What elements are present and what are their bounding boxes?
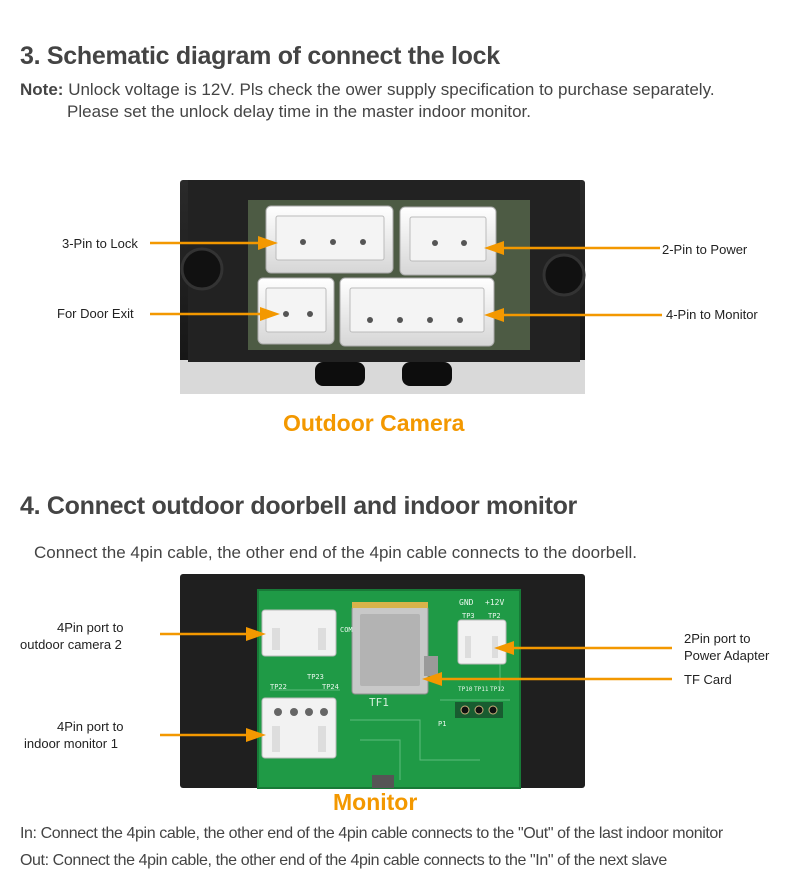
label-2pin-power: 2-Pin to Power [662, 242, 748, 257]
label-monitor1-line2: indoor monitor 1 [24, 736, 118, 751]
label-3pin-lock: 3-Pin to Lock [62, 236, 138, 251]
label-tf-card: TF Card [684, 672, 732, 687]
note-label: Note: [20, 80, 64, 99]
section3-title: 3. Schematic diagram of connect the lock [20, 42, 500, 70]
note-text-1: Unlock voltage is 12V. Pls check the owe… [68, 80, 715, 99]
section4-intro: Connect the 4pin cable, the other end of… [34, 543, 637, 562]
caption-outdoor-camera: Outdoor Camera [283, 410, 465, 436]
board-label-tf: TF1 [369, 696, 389, 709]
board-label-tp2: TP2 [488, 612, 501, 620]
board-label-tp11: TP11 [474, 686, 489, 693]
out-description: Out: Connect the 4pin cable, the other e… [20, 852, 667, 869]
board-label-tp3: TP3 [462, 612, 475, 620]
board-label-tp23: TP23 [307, 673, 324, 681]
board-label-com: COM [340, 626, 353, 634]
label-power-line2: Power Adapter [684, 648, 770, 663]
label-power-line1: 2Pin port to [684, 631, 751, 646]
board-label-tp24: TP24 [322, 683, 339, 691]
board-label-tp22: TP22 [270, 683, 287, 691]
label-door-exit: For Door Exit [57, 306, 134, 321]
label-4pin-monitor: 4-Pin to Monitor [666, 307, 758, 322]
note-line-1: Note: Unlock voltage is 12V. Pls check t… [20, 79, 715, 101]
board-label-p1: P1 [438, 720, 447, 728]
caption-monitor: Monitor [333, 789, 418, 815]
section4-title: 4. Connect outdoor doorbell and indoor m… [20, 492, 577, 520]
label-cam2-line2: outdoor camera 2 [20, 637, 122, 652]
board-label-12v: +12V [485, 598, 505, 607]
board-label-tp10: TP10 [458, 686, 473, 693]
label-cam2-line1: 4Pin port to [57, 620, 124, 635]
board-label-tp12: TP12 [490, 686, 505, 693]
label-monitor1-line1: 4Pin port to [57, 719, 124, 734]
note-line-2: Please set the unlock delay time in the … [67, 102, 531, 121]
in-description: In: Connect the 4pin cable, the other en… [20, 825, 723, 842]
board-label-gnd: GND [459, 598, 474, 607]
